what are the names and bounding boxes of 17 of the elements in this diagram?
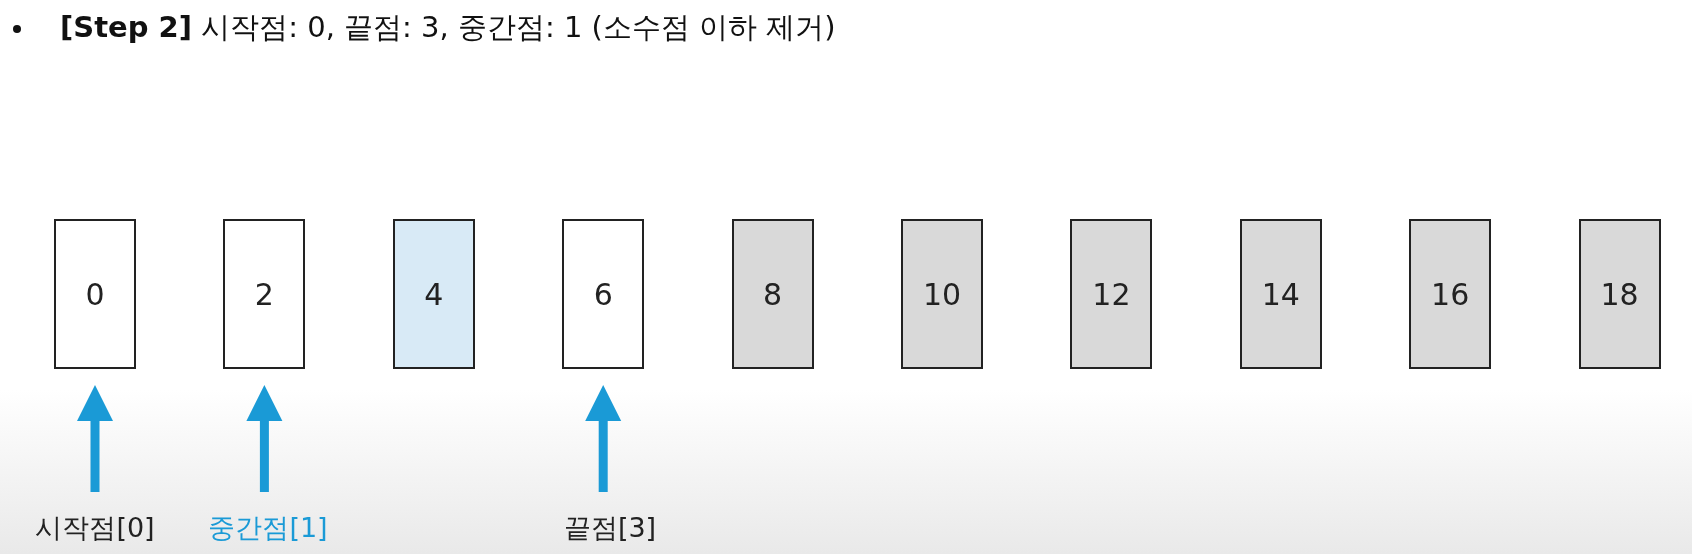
array-cell: 10 bbox=[901, 219, 983, 369]
pointer-label: 끝점[3] bbox=[563, 510, 657, 546]
array-cell: 18 bbox=[1578, 219, 1661, 369]
array-cell: 2 bbox=[223, 219, 306, 369]
array-cell: 6 bbox=[562, 219, 645, 369]
array-cell: 0 bbox=[54, 219, 136, 369]
pointer-label: 시작점[0] bbox=[35, 510, 155, 546]
pointer-arrow bbox=[77, 385, 113, 492]
array-cell: 14 bbox=[1239, 219, 1322, 369]
array-cell: 4 bbox=[392, 219, 475, 369]
pointer-arrow bbox=[246, 385, 283, 492]
pointer-arrow bbox=[585, 385, 622, 492]
array-cell: 12 bbox=[1070, 219, 1153, 369]
array-cell: 8 bbox=[731, 219, 814, 369]
pointer-label: 중간점[1] bbox=[208, 510, 328, 546]
heading: [Step 2] 시작점: 0, 끝점: 3, 중간점: 1 (소수점 이하 제거) bbox=[60, 9, 836, 46]
array-cell: 16 bbox=[1409, 219, 1492, 369]
